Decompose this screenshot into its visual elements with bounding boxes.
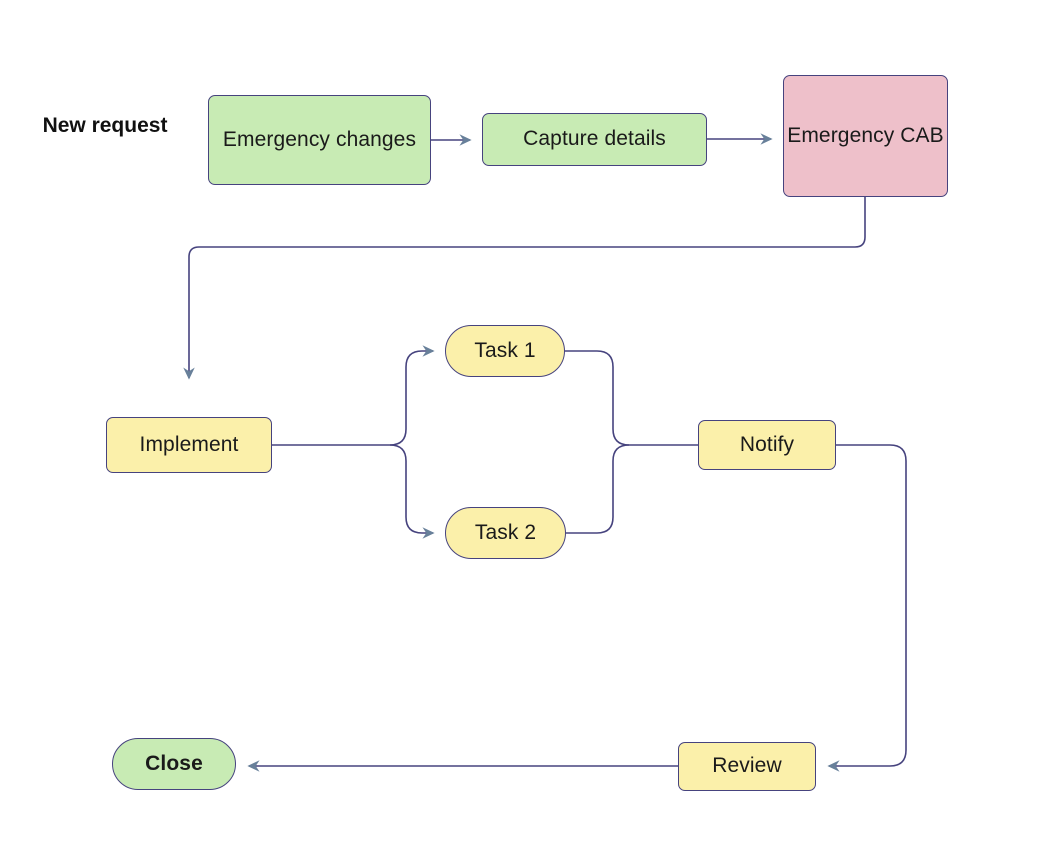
node-emergency-changes[interactable]: Emergency changes: [208, 95, 431, 185]
node-label-emergency-cab: Emergency CAB: [787, 123, 944, 147]
node-label-close: Close: [145, 751, 203, 775]
node-notify[interactable]: Notify: [698, 420, 836, 470]
edge-implement-to-task-2: [389, 444, 435, 539]
edge-task-2-to-notify: [566, 444, 630, 534]
node-review[interactable]: Review: [678, 742, 816, 791]
node-label-implement: Implement: [139, 432, 239, 456]
edge-task-1-to-notify: [565, 350, 698, 446]
node-label-emergency-changes: Emergency changes: [222, 127, 417, 151]
node-capture-details[interactable]: Capture details: [482, 113, 707, 166]
node-emergency-cab[interactable]: Emergency CAB: [783, 75, 948, 197]
edge-notify-to-review: [827, 444, 907, 772]
node-label-task-1: Task 1: [474, 338, 536, 362]
node-label-capture-details: Capture details: [523, 127, 666, 151]
label-new-request: New request: [42, 114, 168, 137]
node-task-2[interactable]: Task 2: [445, 507, 566, 559]
edge-implement-to-task-1: [389, 345, 435, 446]
node-label-task-2: Task 2: [474, 520, 537, 544]
node-label-notify: Notify: [739, 432, 795, 456]
edge-emergency-cab-to-implement: [183, 197, 866, 380]
node-implement[interactable]: Implement: [106, 417, 272, 473]
node-task-1[interactable]: Task 1: [445, 325, 565, 377]
node-close[interactable]: Close: [112, 738, 236, 790]
node-label-review: Review: [712, 754, 782, 778]
